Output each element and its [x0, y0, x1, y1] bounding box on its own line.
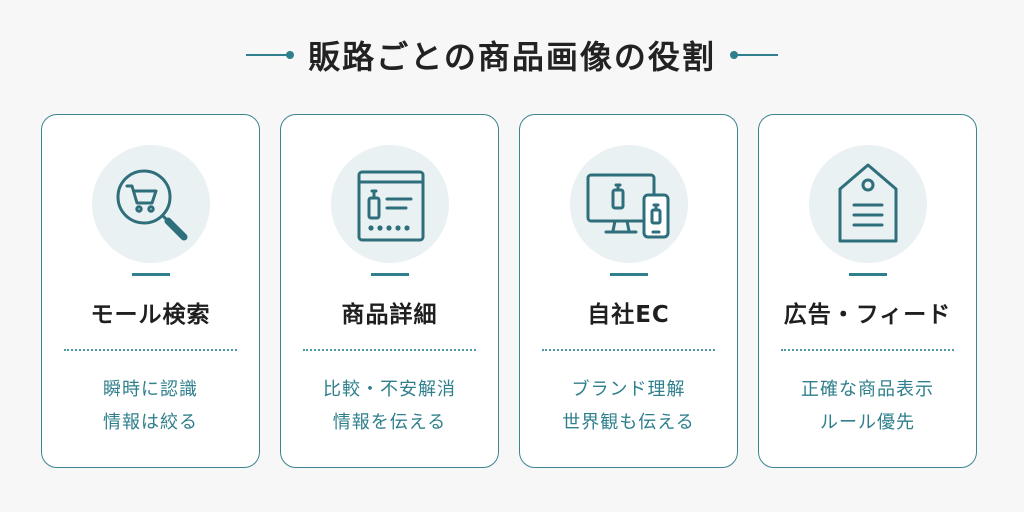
cart-search-icon	[91, 145, 210, 263]
price-tag-icon	[808, 145, 927, 263]
card-divider	[781, 349, 954, 351]
channel-cards: モール検索 瞬時に認識 情報は絞る	[41, 114, 977, 468]
card-accent-line	[131, 273, 170, 276]
card-description-line: 世界観も伝える	[562, 412, 695, 433]
card-title: モール検索	[90, 302, 211, 328]
card-description-line: 情報を伝える	[332, 412, 447, 433]
card-own-ec: 自社EC ブランド理解 世界観も伝える	[519, 114, 738, 468]
card-description-line: ブランド理解	[571, 379, 686, 400]
title-decoration-left	[246, 51, 295, 59]
devices-icon	[569, 145, 688, 263]
card-title: 広告・フィード	[783, 302, 952, 328]
card-divider	[64, 349, 237, 351]
card-title: 商品詳細	[341, 302, 438, 328]
card-accent-line	[609, 273, 648, 276]
page-title: 販路ごとの商品画像の役割	[308, 38, 716, 76]
header: 販路ごとの商品画像の役割	[0, 30, 1024, 80]
card-accent-line	[370, 273, 409, 276]
card-description-line: ルール優先	[820, 412, 915, 433]
card-description-line: 比較・不安解消	[323, 379, 456, 400]
card-ads-feed: 広告・フィード 正確な商品表示 ルール優先	[758, 114, 977, 468]
card-title: 自社EC	[587, 302, 670, 328]
card-mall-search: モール検索 瞬時に認識 情報は絞る	[41, 114, 260, 468]
product-page-icon	[330, 145, 449, 263]
card-divider	[542, 349, 715, 351]
title-decoration-right	[729, 51, 778, 59]
card-divider	[303, 349, 476, 351]
card-description-line: 情報は絞る	[103, 412, 198, 433]
card-product-detail: 商品詳細 比較・不安解消 情報を伝える	[280, 114, 499, 468]
card-accent-line	[848, 273, 887, 276]
card-description-line: 瞬時に認識	[103, 379, 198, 400]
card-description-line: 正確な商品表示	[801, 379, 934, 400]
